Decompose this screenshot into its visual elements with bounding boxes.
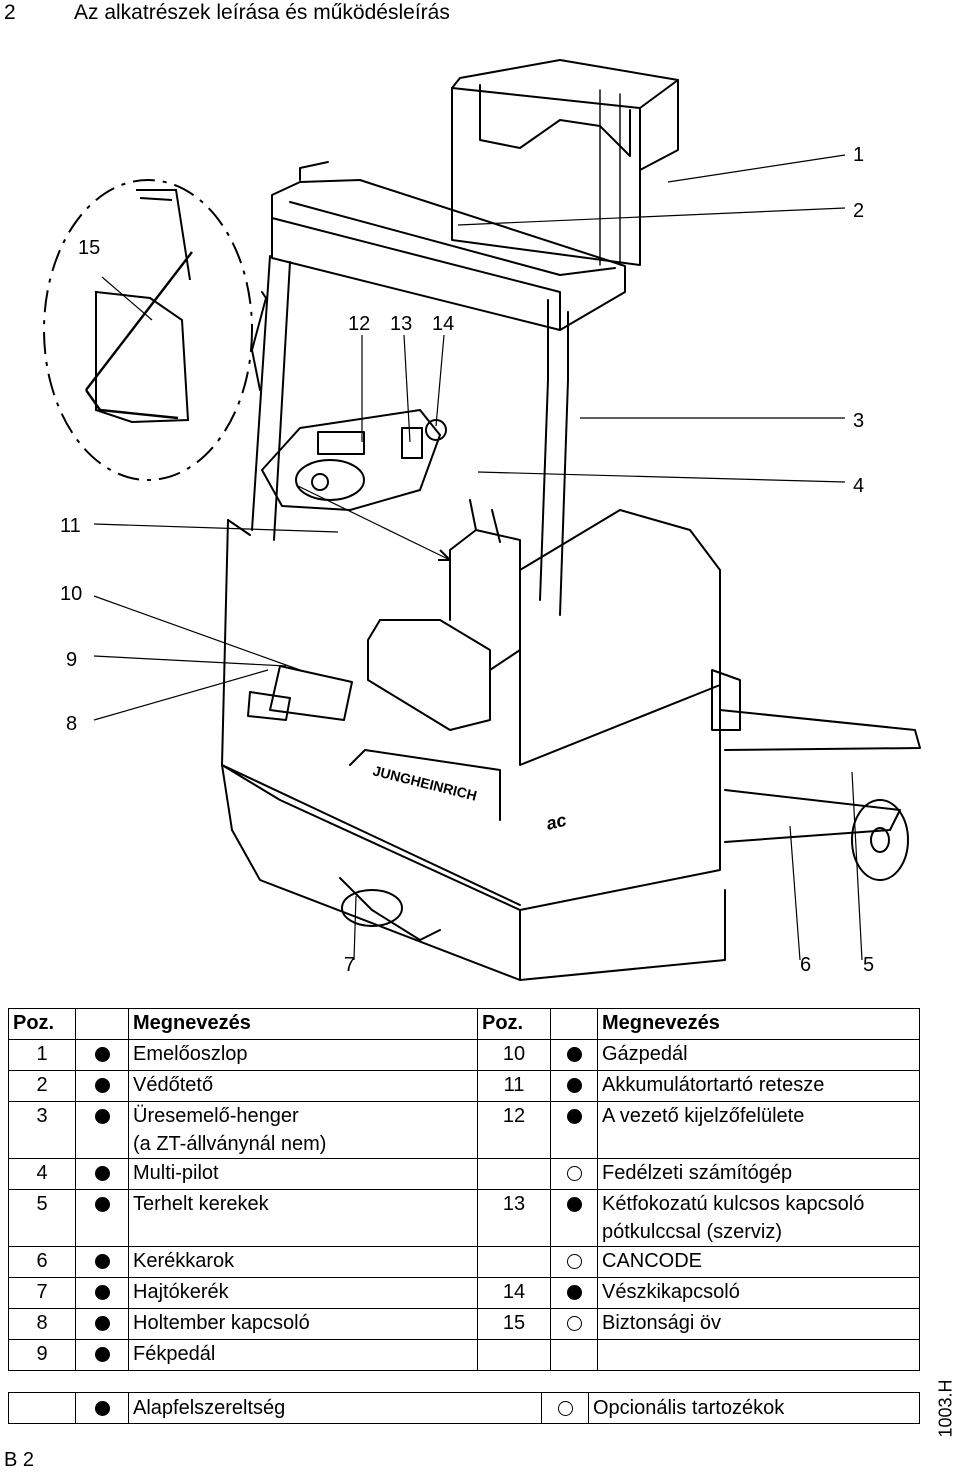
callout-8: 8 bbox=[66, 713, 77, 735]
optional-equipment-icon bbox=[566, 1166, 582, 1182]
standard-equipment-icon bbox=[566, 1285, 582, 1301]
standard-equipment-icon bbox=[94, 1285, 110, 1301]
callout-15: 15 bbox=[78, 237, 100, 259]
callout-9: 9 bbox=[66, 649, 77, 671]
table-row: 4 Multi-pilot Fedélzeti számítógép bbox=[8, 1158, 920, 1190]
forklift-illustration: JUNGHEINRICH ac bbox=[0, 30, 960, 1005]
standard-equipment-icon bbox=[94, 1109, 110, 1125]
page-number: B 2 bbox=[4, 1449, 35, 1471]
legend-table: Alapfelszereltség Opcionális tartozékok bbox=[8, 1392, 920, 1424]
standard-equipment-icon bbox=[94, 1047, 110, 1063]
callout-3: 3 bbox=[853, 410, 864, 432]
callout-12: 12 bbox=[348, 313, 370, 335]
optional-equipment-icon bbox=[566, 1254, 582, 1270]
optional-equipment-icon bbox=[557, 1401, 573, 1417]
chapter-title: Az alkatrészek leírása és működésleírás bbox=[74, 1, 450, 24]
brand-logo: JUNGHEINRICH bbox=[371, 762, 478, 803]
table-row: 7 Hajtókerék 14 Vészkikapcsoló bbox=[8, 1277, 920, 1309]
table-row: 1 Emelőoszlop 10 Gázpedál bbox=[8, 1039, 920, 1071]
callout-13: 13 bbox=[390, 313, 412, 335]
table-row: 3 Üresemelő-henger(a ZT-állványnál nem) … bbox=[8, 1101, 920, 1159]
table-row: 8 Holtember kapcsoló 15 Biztonsági öv bbox=[8, 1308, 920, 1340]
table-row: 5 Terhelt kerekek 13 Kétfokozatú kulcsos… bbox=[8, 1189, 920, 1247]
operator-seat-shape bbox=[367, 619, 491, 731]
legend-optional-label: Opcionális tartozékok bbox=[588, 1392, 920, 1424]
mast-shape bbox=[451, 59, 679, 266]
chapter-number: 2 bbox=[4, 1, 16, 24]
legend-row: Alapfelszereltség Opcionális tartozékok bbox=[8, 1392, 920, 1424]
standard-equipment-icon bbox=[94, 1197, 110, 1213]
standard-equipment-icon bbox=[94, 1166, 110, 1182]
col-header-pos: Poz. bbox=[8, 1008, 76, 1040]
standard-equipment-icon bbox=[566, 1109, 582, 1125]
callout-7: 7 bbox=[344, 954, 355, 976]
parts-table: Poz. Megnevezés Poz. Megnevezés 1 Emelőo… bbox=[8, 1008, 920, 1371]
table-row: 9 Fékpedál bbox=[8, 1339, 920, 1371]
standard-equipment-icon bbox=[566, 1078, 582, 1094]
callout-14: 14 bbox=[432, 313, 454, 335]
standard-equipment-icon bbox=[566, 1047, 582, 1063]
standard-equipment-icon bbox=[94, 1347, 110, 1363]
callout-4: 4 bbox=[853, 475, 864, 497]
col-header-name2: Megnevezés bbox=[597, 1008, 920, 1040]
standard-equipment-icon bbox=[94, 1254, 110, 1270]
callout-6: 6 bbox=[800, 954, 811, 976]
standard-equipment-icon bbox=[566, 1197, 582, 1213]
standard-equipment-icon bbox=[94, 1401, 110, 1417]
table-header-row: Poz. Megnevezés Poz. Megnevezés bbox=[8, 1008, 920, 1040]
standard-equipment-icon bbox=[94, 1316, 110, 1332]
callout-1: 1 bbox=[853, 144, 864, 166]
chassis-shape bbox=[221, 519, 721, 911]
callout-10: 10 bbox=[60, 583, 82, 605]
callout-11: 11 bbox=[60, 515, 81, 537]
callout-2: 2 bbox=[853, 200, 864, 222]
document-code: 1003.H bbox=[935, 1379, 956, 1438]
table-row: 2 Védőtető 11 Akkumulátortartó retesze bbox=[8, 1070, 920, 1102]
col-header-pos2: Poz. bbox=[477, 1008, 551, 1040]
standard-equipment-icon bbox=[94, 1078, 110, 1094]
table-row: 6 Kerékkarok CANCODE bbox=[8, 1246, 920, 1278]
optional-equipment-icon bbox=[566, 1316, 582, 1332]
model-mark: ac bbox=[544, 810, 568, 834]
col-header-name: Megnevezés bbox=[128, 1008, 478, 1040]
legend-standard-label: Alapfelszereltség bbox=[128, 1392, 542, 1424]
callout-5: 5 bbox=[863, 954, 874, 976]
overhead-guard-shape bbox=[271, 179, 626, 331]
seat-belt-inset bbox=[43, 179, 253, 481]
